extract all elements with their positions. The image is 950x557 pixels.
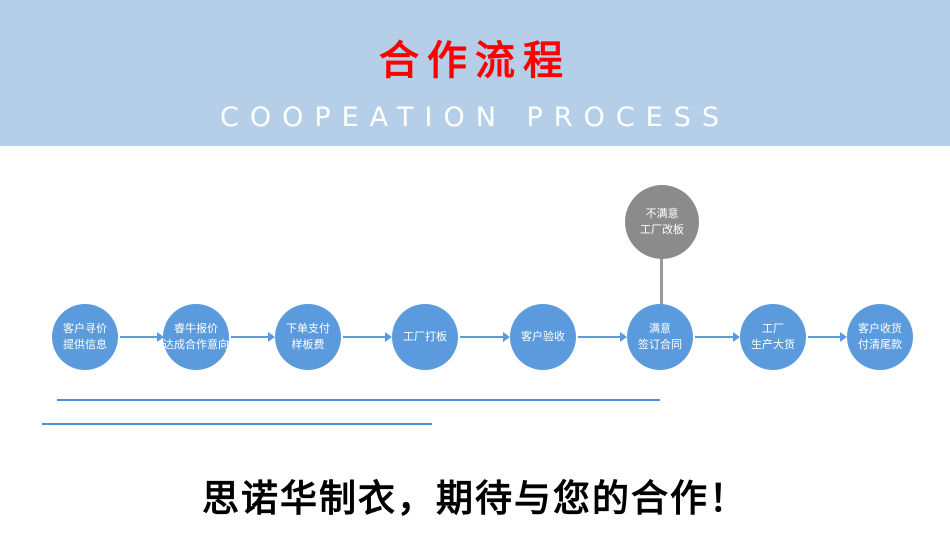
arrow-right-icon — [620, 332, 627, 342]
flow-connector — [231, 332, 275, 342]
page-title: 合作流程 — [379, 38, 571, 84]
page-subtitle: COOPEATION PROCESS — [219, 102, 731, 133]
arrow-right-icon — [157, 332, 164, 342]
divider-line-top — [57, 399, 660, 401]
arrow-right-icon — [503, 332, 510, 342]
flow-node-revision: 不满意 工厂改板 — [625, 185, 699, 259]
flow-connector — [460, 332, 510, 342]
flow-node-label: 不满意 工厂改板 — [640, 206, 684, 237]
header-banner: 合作流程 COOPEATION PROCESS — [0, 0, 950, 146]
divider-line-bottom — [42, 423, 432, 425]
arrow-right-icon — [733, 332, 740, 342]
flow-connector — [695, 332, 740, 342]
flow-node-label: 满意 签订合同 — [638, 321, 682, 352]
flow-node-label: 工厂打板 — [403, 329, 447, 343]
flow-node-label: 客户收货 付清尾款 — [858, 321, 902, 352]
flow-node-label: 下单支付 样板费 — [286, 321, 330, 352]
footer-slogan: 思诺华制衣，期待与您的合作！ — [202, 477, 748, 520]
flow-node-label: 工厂 生产大货 — [751, 321, 795, 352]
flow-node-customer-inquiry: 客户寻价 提供信息 — [52, 304, 118, 370]
flow-node-factory-sample: 工厂打板 — [392, 304, 458, 370]
flow-connector — [808, 332, 847, 342]
flow-node-sign-contract: 满意 签订合同 — [627, 304, 693, 370]
arrow-right-icon — [385, 332, 392, 342]
arrow-right-icon — [840, 332, 847, 342]
flow-node-bulk-production: 工厂 生产大货 — [740, 304, 806, 370]
flow-connector — [343, 332, 392, 342]
cooperation-flowchart: 不满意 工厂改板 客户寻价 提供信息 睿牛报价 达成合作意向 下单支付 样板费 … — [0, 146, 950, 436]
arrow-right-icon — [268, 332, 275, 342]
flow-node-order-sample-fee: 下单支付 样板费 — [275, 304, 341, 370]
flow-node-label: 客户寻价 提供信息 — [63, 321, 107, 352]
flow-node-quotation: 睿牛报价 达成合作意向 — [163, 304, 229, 370]
flow-node-label: 睿牛报价 达成合作意向 — [163, 321, 229, 352]
flow-node-label: 客户验收 — [521, 329, 565, 343]
flow-connector — [578, 332, 627, 342]
flow-node-customer-acceptance: 客户验收 — [510, 304, 576, 370]
flow-connector — [120, 332, 164, 342]
flow-node-receive-goods: 客户收货 付清尾款 — [847, 304, 913, 370]
revision-connector-line — [660, 257, 663, 307]
